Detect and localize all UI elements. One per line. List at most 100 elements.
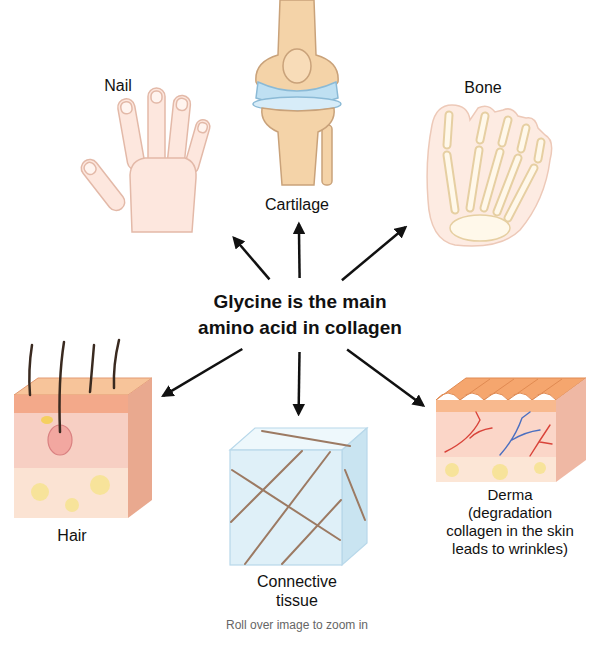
tarsal-shape xyxy=(450,215,510,241)
phalanx xyxy=(480,116,485,140)
part-label: Derma xyxy=(450,486,570,504)
nail-shape xyxy=(151,91,162,103)
pointer-arrow xyxy=(297,352,300,414)
artery xyxy=(445,412,492,452)
fiber xyxy=(231,451,302,522)
ridge xyxy=(508,379,538,400)
finger-shape xyxy=(148,88,165,168)
epidermis-layer xyxy=(436,400,556,412)
part-node: Nail xyxy=(95,72,230,237)
sebaceous-gland xyxy=(41,416,53,424)
hand-illustration xyxy=(78,88,212,232)
fiber xyxy=(345,470,365,520)
part-node: Hair xyxy=(10,335,158,550)
ridge xyxy=(484,379,514,400)
artery xyxy=(530,425,552,456)
subcutis-layer xyxy=(436,457,556,482)
fiber xyxy=(245,452,330,564)
palm-shape xyxy=(130,158,196,232)
blood-vessels xyxy=(445,412,552,456)
phalanx xyxy=(538,142,541,159)
skin-side xyxy=(556,378,586,482)
cube-side xyxy=(342,428,367,565)
phalanx xyxy=(538,142,541,159)
part-node: Cartilage xyxy=(245,0,350,218)
nail-shape xyxy=(82,160,98,176)
ridge xyxy=(460,379,490,400)
cube-front xyxy=(230,450,342,565)
fat-cell xyxy=(90,475,110,495)
thumb-shape xyxy=(78,156,128,214)
phalanx xyxy=(502,120,508,143)
hair-strands xyxy=(29,340,119,432)
part-label: (degradation collagen in the skin leads … xyxy=(440,504,580,558)
connective-tissue-illustration xyxy=(230,428,367,565)
fiber xyxy=(282,500,341,564)
bone-fills xyxy=(447,115,541,218)
metatarsal xyxy=(470,150,479,208)
foot-illustration xyxy=(427,105,552,246)
fat-cell xyxy=(31,483,49,501)
metatarsal xyxy=(447,155,455,210)
nail-shape xyxy=(197,122,208,134)
hair-strand xyxy=(29,345,32,395)
fiber xyxy=(262,431,350,446)
tibia-shape xyxy=(262,108,334,185)
hair-skin-illustration xyxy=(14,340,152,518)
skin-top xyxy=(14,378,152,395)
fat-cell xyxy=(534,462,546,474)
part-label: Bone xyxy=(448,78,518,97)
phalanx xyxy=(521,128,526,149)
part-label: Nail xyxy=(83,76,153,95)
metatarsal xyxy=(447,155,455,210)
part-label: Connective tissue xyxy=(247,572,347,610)
derma-illustration xyxy=(436,378,586,482)
skin-side xyxy=(128,378,152,518)
knee-illustration xyxy=(253,0,341,185)
part-node: Derma(degradation collagen in the skin l… xyxy=(428,362,593,577)
dermis-layer xyxy=(14,413,128,468)
nail-shape xyxy=(176,98,188,111)
metatarsal xyxy=(470,150,479,208)
phalanx xyxy=(502,120,508,143)
fat-cell xyxy=(65,498,79,512)
femur-shape xyxy=(256,0,338,93)
dermis-layer xyxy=(436,412,556,457)
zoom-hint: Roll over image to zoom in xyxy=(187,618,407,632)
fat-cell xyxy=(492,464,508,480)
pointer-arrow xyxy=(342,227,406,280)
part-node: Connective tissue xyxy=(222,420,372,620)
pointer-arrow xyxy=(298,224,301,278)
phalanx xyxy=(480,116,485,140)
part-node: Bone xyxy=(410,75,560,247)
part-label: Hair xyxy=(37,526,107,545)
statement-text: Glycine is the main amino acid in collag… xyxy=(192,289,408,341)
bone-outlines xyxy=(447,115,541,218)
hair-strand xyxy=(114,340,119,388)
pointer-arrow xyxy=(163,349,242,396)
patella-shape xyxy=(283,49,311,83)
phalanx xyxy=(447,115,449,145)
ridge xyxy=(532,379,562,400)
metatarsal xyxy=(484,152,500,208)
collagen-fibers xyxy=(231,431,365,564)
middle-finger xyxy=(148,88,165,168)
foot-outline xyxy=(427,105,552,246)
pointer-arrow xyxy=(234,238,270,280)
epidermis-layer xyxy=(14,395,128,413)
hair-strand xyxy=(60,342,65,432)
metatarsal xyxy=(508,168,534,218)
fibula-shape xyxy=(322,125,332,185)
nail-shape xyxy=(120,101,133,115)
hair-strand xyxy=(90,345,94,392)
fat-cell xyxy=(445,463,459,477)
part-label: Cartilage xyxy=(247,195,347,214)
statement-node: Glycine is the main amino acid in collag… xyxy=(192,284,408,346)
phalanx xyxy=(521,128,526,149)
thumb xyxy=(78,156,128,214)
subcutis-layer xyxy=(14,468,128,518)
pointer-arrow xyxy=(347,350,423,406)
wrinkle-ridges xyxy=(460,379,562,400)
phalanx xyxy=(447,115,449,145)
